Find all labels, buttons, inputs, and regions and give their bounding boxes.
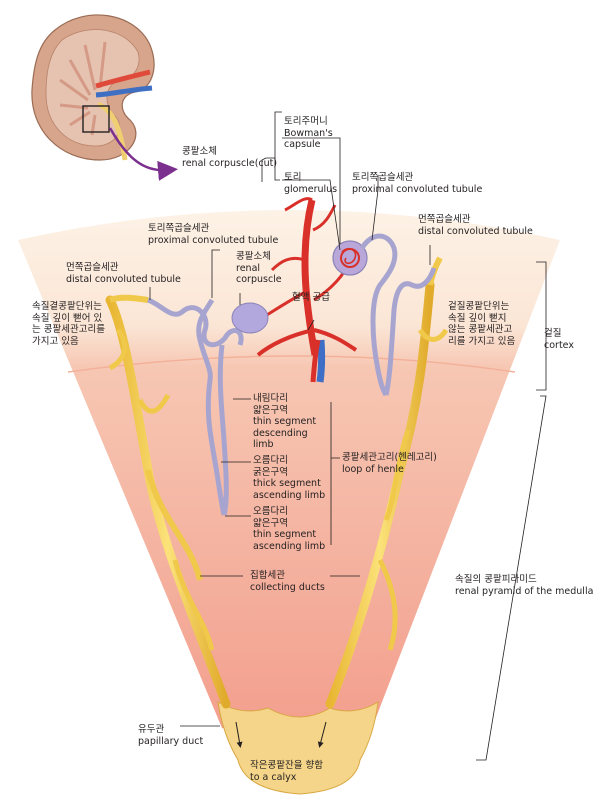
- kidney-thumbnail: [31, 14, 178, 181]
- distal-left-label: 먼쪽곱슬세관 distal convoluted tubule: [66, 262, 181, 285]
- proximal-left-label: 토리쪽곱슬세관 proximal convoluted tubule: [148, 223, 279, 246]
- thin-ascending-label: 오름다리 얇은구역 thin segment ascending limb: [253, 506, 326, 552]
- thin-descending-label: 내림다리 얇은구역 thin segment descending limb: [253, 393, 317, 450]
- renal-corpuscle-label: 콩팥소체 renal corpuscle: [236, 251, 282, 285]
- to-calyx-label: 작은콩팥잔을 향함 to a calyx: [250, 760, 323, 783]
- cortex-label: 겉질 cortex: [544, 328, 574, 351]
- distal-right-label: 먼쪽곱슬세관 distal convoluted tubule: [418, 214, 533, 237]
- thick-ascending-label: 오름다리 굵은구역 thick segment ascending limb: [253, 455, 326, 501]
- left-collecting-duct: [105, 294, 231, 709]
- cortical-nephron-note: 겉질콩팥단위는 속질 깊이 뻗지 않는 콩팥세관고 리를 가지고 있음: [448, 301, 516, 347]
- renal-papilla: [217, 701, 379, 795]
- juxtamedullary-note: 속질곁콩팥단위는 속질 깊이 뻗어 있 는 콩팥세관고리를 가지고 있음: [32, 301, 105, 347]
- flow-arrows: [235, 721, 327, 748]
- blood-supply-label: 혈액 공급: [292, 292, 330, 303]
- leader-lines: [149, 111, 547, 761]
- loop-of-henle-label: 콩팥세관고리(헨레고리) loop of henle: [342, 452, 437, 475]
- right-collecting-duct: [325, 256, 449, 709]
- proximal-right-label: 토리쪽곱슬세관 proximal convoluted tubule: [352, 172, 483, 195]
- renal-pyramid-label: 속질의 콩팥피라미드 renal pyramid of the medulla: [455, 574, 594, 597]
- renal-corpuscle-cut-label: 콩팥소체 renal corpuscle(cut): [182, 146, 278, 169]
- juxtamedullary-nephron: [147, 297, 269, 516]
- collecting-ducts-label: 집합세관 collecting ducts: [250, 570, 325, 593]
- cortical-nephron: [332, 233, 437, 397]
- glomerulus-label: 토리 glomerulus: [284, 172, 338, 195]
- papillary-duct-label: 유두관 papillary duct: [138, 724, 204, 747]
- bowmans-capsule-label: 토리주머니 Bowman's capsule: [284, 116, 333, 150]
